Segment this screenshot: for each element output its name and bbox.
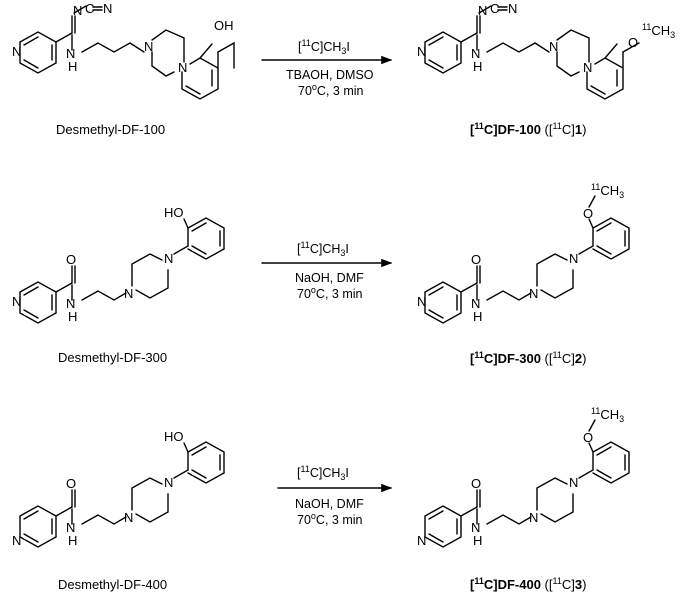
product-df-400-structure: O N H N N O 11CH3 N [417,406,630,548]
anisole-ring-p1 [586,42,640,100]
pyridine-ring-p2 [424,281,462,324]
product-label: [11C]DF-400 ([11C]3) [470,576,586,592]
piperazine-n2-atom: N [164,251,173,266]
pyridine-ring-3 [19,505,57,548]
conditions-line-1: NaOH, DMF [295,271,364,285]
hydroxyl-atom: OH [214,18,234,33]
piperazine-n1-atom: N [124,286,133,301]
product-df-100-structure: N C N N H N N O 11CH3 N [417,1,675,100]
amidine-nh-atom: N [66,46,75,61]
amidine-nh-atom-p: N [471,46,480,61]
amide-h-atom-p: H [473,533,482,548]
amide-h-atom: H [68,309,77,324]
nitrile-n-atom: N [103,1,112,16]
pyridine-ring-2 [19,281,57,324]
reactant-label: Desmethyl-DF-100 [56,122,165,137]
reagent-label: [11C]CH3I [297,464,349,482]
phenol-ring-3 [173,441,225,484]
nitrile-n-atom-p: N [508,1,517,16]
phenol-ring-2 [173,217,225,260]
amide-bonds-3 [55,489,127,525]
piperazine-ring-p3 [536,477,574,523]
amide-bonds-2 [55,265,127,301]
amide-n-atom-p: N [471,520,480,535]
methyl-11c-label: 11CH3 [591,406,624,424]
methoxy-o-atom: O [583,206,593,221]
pyridine-n-atom: N [12,44,21,59]
reactant-label: Desmethyl-DF-300 [58,350,167,365]
cyanamide-n-atom-p: N [478,3,487,18]
reaction-2: O N H N N HO N Desmethyl-DF-300 [11C]CH3… [12,182,630,366]
pyridine-n-atom: N [12,294,21,309]
piperazine-n2-atom: N [178,60,187,75]
amide-n-atom: N [66,296,75,311]
backbone-bonds-1 [55,5,145,53]
reactant-desmethyl-df-100-structure: N N C N H N N OH N [12,1,235,100]
amide-h-atom-p: H [473,309,482,324]
phenol-ring-1 [181,41,235,100]
piperazine-n2-atom-p: N [583,60,592,75]
anisole-ring-p2 [578,195,630,260]
piperazine-ring-1 [151,29,185,77]
product-label: [11C]DF-300 ([11C]2) [470,350,586,366]
reaction-3: O N H N N HO N Desmethyl-DF-400 [11C]CH3… [12,406,630,592]
pyridine-ring-1 [19,31,57,74]
methyl-11c-label: 11CH3 [642,22,675,40]
amidine-h-atom: H [68,59,77,74]
piperazine-ring-3 [131,477,169,523]
piperazine-n1-atom: N [144,39,153,54]
reagent-label: [11C]CH3I [297,240,349,258]
methoxy-o-atom: O [628,35,638,50]
anisole-ring-p3 [578,419,630,484]
conditions-line-1: NaOH, DMF [295,497,364,511]
piperazine-n2-atom-p: N [569,251,578,266]
conditions-line-2: 70oC, 3 min [297,285,363,301]
carbonyl-o-atom-p: O [471,476,481,491]
amide-bonds-p2 [460,265,532,301]
piperazine-ring-p2 [536,253,574,299]
product-df-300-structure: O N H N N O 11CH3 N [417,182,630,324]
reagent-label: [11C]CH3I [298,38,350,56]
pyridine-n-atom-p: N [417,533,426,548]
conditions-line-2: 70oC, 3 min [298,82,364,98]
piperazine-n2-atom-p: N [569,475,578,490]
hydroxyl-atom: HO [164,205,184,220]
methoxy-o-atom: O [583,430,593,445]
backbone-bonds-p1 [460,5,550,53]
reactant-label: Desmethyl-DF-400 [58,577,167,592]
cyanamide-n-atom: N [73,3,82,18]
amide-h-atom: H [68,533,77,548]
methyl-11c-label: 11CH3 [591,182,624,200]
pyridine-n-atom: N [12,533,21,548]
nitrile-c-atom-p: C [490,1,499,16]
carbonyl-o-atom-p: O [471,252,481,267]
piperazine-n1-atom-p: N [549,39,558,54]
carbonyl-o-atom: O [66,476,76,491]
pyridine-n-atom-p: N [417,44,426,59]
product-label: [11C]DF-100 ([11C]1) [470,121,586,137]
reaction-1: N N C N H N N OH N Desmethyl-DF-100 [11C… [12,1,675,137]
piperazine-n1-atom-p: N [529,286,538,301]
pyridine-n-atom-p: N [417,294,426,309]
conditions-line-2: 70oC, 3 min [297,511,363,527]
piperazine-ring-p1 [556,29,590,77]
piperazine-n2-atom: N [164,475,173,490]
nitrile-c-atom: C [85,1,94,16]
amide-n-atom: N [66,520,75,535]
amidine-h-atom-p: H [473,59,482,74]
piperazine-n1-atom: N [124,510,133,525]
amide-bonds-p3 [460,489,532,525]
hydroxyl-atom: HO [164,429,184,444]
pyridine-ring-p1 [424,31,462,74]
piperazine-ring-2 [131,253,169,299]
pyridine-ring-p3 [424,505,462,548]
piperazine-n1-atom-p: N [529,510,538,525]
reactant-desmethyl-df-300-structure: O N H N N HO N [12,205,225,324]
conditions-line-1: TBAOH, DMSO [286,68,374,82]
amide-n-atom-p: N [471,296,480,311]
reactant-desmethyl-df-400-structure: O N H N N HO N [12,429,225,548]
carbonyl-o-atom: O [66,252,76,267]
